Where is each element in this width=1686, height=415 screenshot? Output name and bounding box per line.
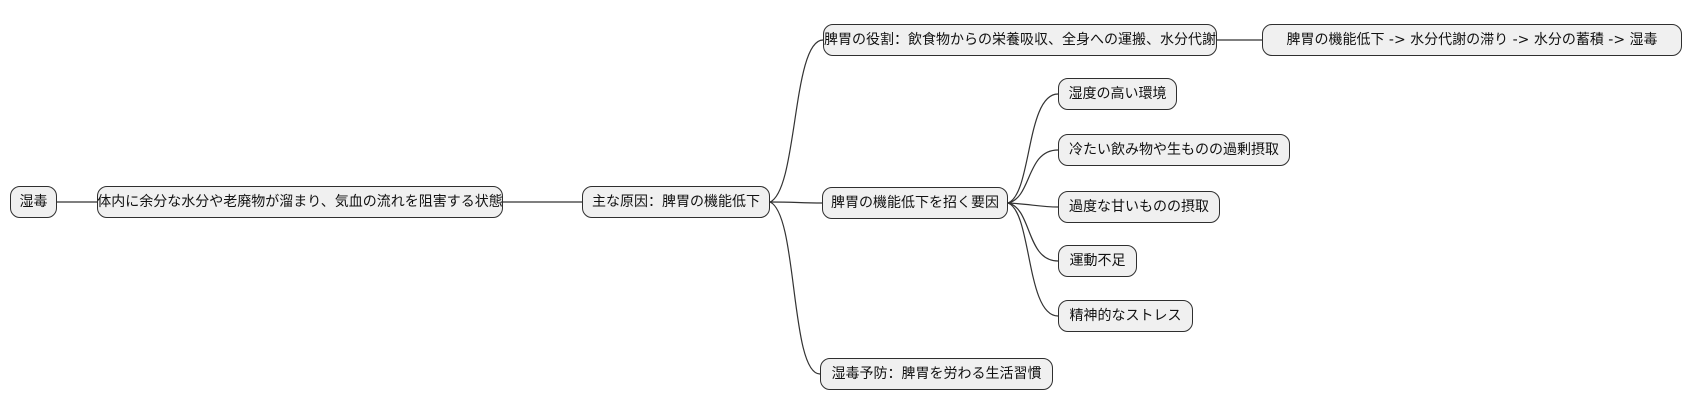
- node-main-cause: 主な原因：脾胃の機能低下: [582, 186, 770, 218]
- connector-edge: [1007, 149, 1059, 204]
- node-definition: 体内に余分な水分や老廃物が溜まり、気血の流れを阻害する状態: [97, 186, 503, 218]
- connector-edge: [1007, 202, 1059, 208]
- connector-edge: [769, 39, 824, 203]
- node-factor-humid-environment: 湿度の高い環境: [1058, 78, 1177, 110]
- node-factor-cold-raw-food: 冷たい飲み物や生ものの過剰摂取: [1058, 134, 1290, 166]
- node-root-shitsudoku: 湿毒: [10, 186, 57, 218]
- connector-edge: [769, 201, 823, 204]
- node-mechanism-chain: 脾胃の機能低下 -> 水分代謝の滞り -> 水分の蓄積 -> 湿毒: [1262, 24, 1682, 56]
- connector-edge: [1007, 202, 1059, 262]
- connector-edge: [1007, 93, 1059, 204]
- node-spleen-stomach-role: 脾胃の役割：飲食物からの栄養吸収、全身への運搬、水分代謝: [823, 24, 1217, 56]
- node-decline-factors: 脾胃の機能低下を招く要因: [822, 187, 1008, 219]
- connector-edge: [1007, 202, 1059, 317]
- node-factor-sweets: 過度な甘いものの摂取: [1058, 191, 1220, 223]
- node-factor-mental-stress: 精神的なストレス: [1058, 300, 1193, 332]
- connector-edge: [769, 201, 821, 375]
- node-prevention: 湿毒予防：脾胃を労わる生活習慣: [820, 358, 1053, 390]
- node-factor-lack-of-exercise: 運動不足: [1058, 245, 1137, 277]
